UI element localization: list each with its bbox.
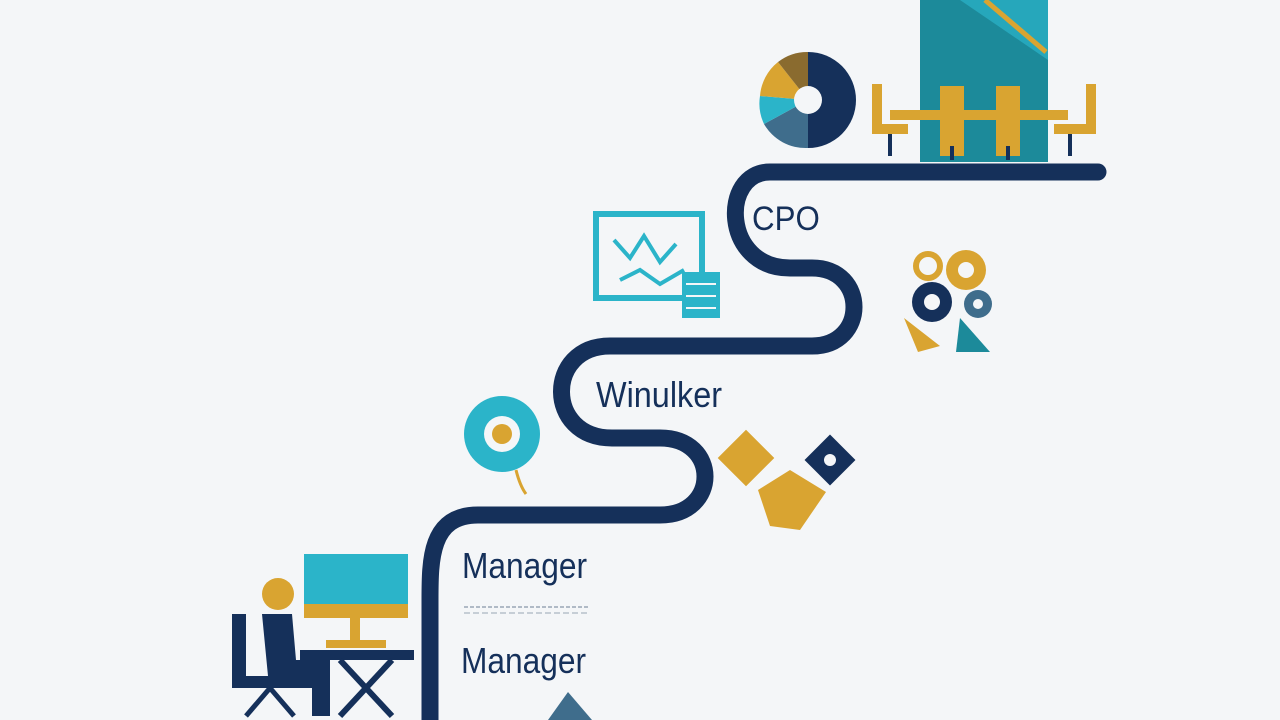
- step-label-cpo: CPO: [752, 200, 820, 238]
- step-label-manager-upper: Manager: [462, 545, 588, 586]
- whiteboard-icon: [593, 211, 720, 318]
- banner-graphic: [920, 0, 1048, 162]
- step-label-manager-lower: Manager: [461, 640, 587, 681]
- separator-lines: [464, 606, 590, 614]
- career-path-line: [421, 163, 1107, 720]
- conference-table-icon: [872, 84, 1096, 160]
- pie-chart-icon: [759, 51, 856, 149]
- triangle-icon: [548, 692, 592, 720]
- handshake-icon: [717, 429, 856, 530]
- step-label-winulker: Winulker: [596, 374, 723, 415]
- desk-worker-icon: [232, 554, 414, 719]
- gears-icon: [904, 250, 992, 352]
- gear-dollar-icon: [464, 396, 540, 495]
